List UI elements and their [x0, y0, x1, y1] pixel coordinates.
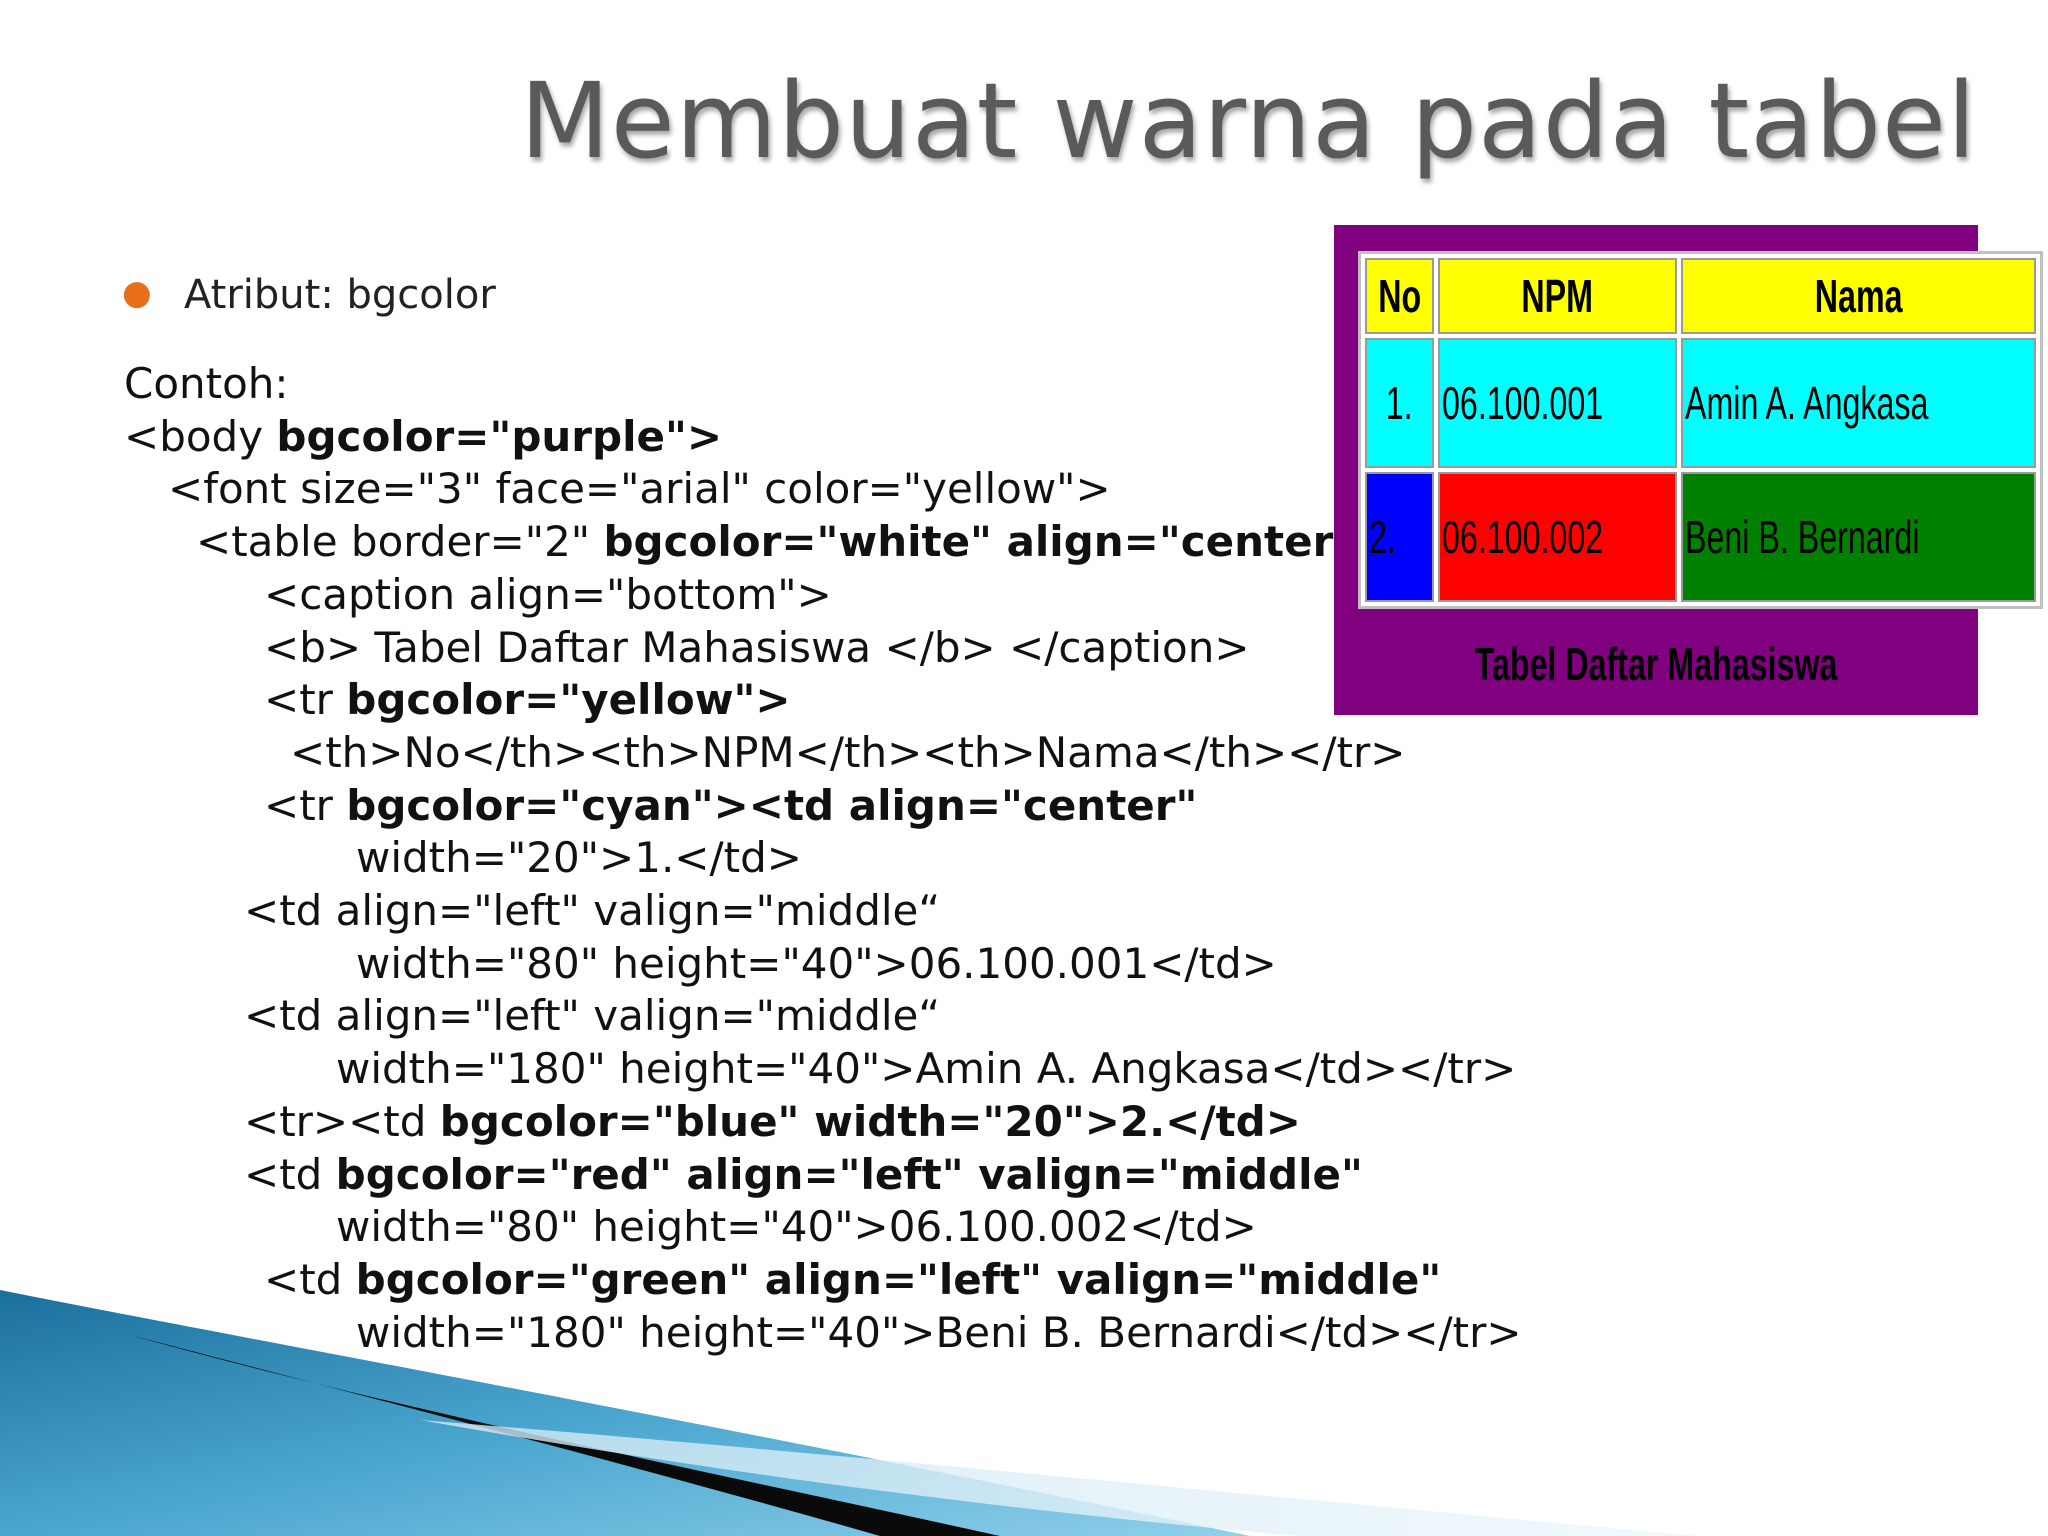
code-bold-segment: bgcolor="red" align="left" valign="middl…	[335, 1149, 1363, 1199]
code-segment: <th>No</th><th>NPM</th><th>Nama</th></tr…	[290, 727, 1406, 777]
preview-cell: 06.100.002	[1438, 472, 1677, 602]
table-preview-image: No NPM Nama 1. 06.100.001 Amin A. Angkas…	[1334, 225, 2044, 715]
code-segment: <td	[244, 1149, 336, 1199]
code-segment: <b> Tabel Daftar Mahasiswa </b> </captio…	[264, 622, 1250, 672]
code-line: width="180" height="40">Amin A. Angkasa<…	[336, 1043, 1516, 1096]
code-segment: width="80" height="40">06.100.002</td>	[336, 1202, 1257, 1252]
preview-header-row: No NPM Nama	[1365, 258, 2037, 334]
code-segment: <tr	[264, 675, 347, 725]
bullet-item: ● Atribut: bgcolor	[122, 272, 496, 318]
code-line: <td bgcolor="green" align="left" valign=…	[264, 1254, 1441, 1307]
code-bold-segment: bgcolor="cyan"><td align="center"	[346, 780, 1198, 830]
code-segment: <caption align="bottom">	[264, 569, 832, 619]
preview-caption: Tabel Daftar Mahasiswa	[1474, 638, 1838, 690]
code-bold-segment: bgcolor="purple">	[276, 411, 723, 461]
code-line: Contoh:	[124, 358, 289, 411]
preview-row: 2. 06.100.002 Beni B. Bernardi	[1365, 472, 2037, 602]
bullet-text: Atribut: bgcolor	[184, 272, 496, 318]
code-segment: <table border="2"	[196, 517, 604, 567]
preview-header-cell: Nama	[1680, 258, 2037, 334]
code-segment: <body	[124, 411, 277, 461]
code-line: </body>	[124, 1412, 312, 1465]
code-line: <b> Tabel Daftar Mahasiswa </b> </captio…	[264, 622, 1250, 675]
code-segment: width="180" height="40">Amin A. Angkasa<…	[336, 1044, 1517, 1094]
code-segment: width="180" height="40">Beni B. Bernardi…	[356, 1307, 1522, 1357]
code-line: <caption align="bottom">	[264, 569, 832, 622]
slide-title: Membuat warna pada tabel	[520, 60, 1977, 182]
code-line: <font size="3" face="arial" color="yello…	[168, 463, 1111, 516]
code-line: width="80" height="40">06.100.002</td>	[336, 1201, 1257, 1254]
code-line: <td align="left" valign="middle“	[244, 990, 940, 1043]
preview-cell: 2.	[1365, 472, 1435, 602]
code-line: <body bgcolor="purple">	[124, 411, 722, 464]
preview-cell: 1.	[1365, 338, 1435, 468]
code-segment: width="20">1.</td>	[356, 833, 802, 883]
code-segment: <tr><td	[244, 1096, 440, 1146]
bullet-dot-icon: ●	[122, 273, 152, 313]
code-segment: Contoh:	[124, 359, 289, 408]
code-segment: width="80" height="40">06.100.001</td>	[356, 938, 1277, 988]
code-line: </table>	[228, 1359, 419, 1412]
code-bold-segment: bgcolor="green" align="left" valign="mid…	[355, 1254, 1442, 1304]
code-line: <table border="2" bgcolor="white" align=…	[196, 516, 1390, 569]
code-line: width="20">1.</td>	[356, 832, 802, 885]
code-line: width="80" height="40">06.100.001</td>	[356, 938, 1277, 991]
preview-cell: Amin A. Angkasa	[1680, 338, 2037, 468]
preview-cell: Beni B. Bernardi	[1680, 472, 2037, 602]
code-line: <tr bgcolor="yellow">	[264, 674, 791, 727]
preview-header-cell: NPM	[1438, 258, 1677, 334]
preview-cell: 06.100.001	[1438, 338, 1677, 468]
code-line: <td align="left" valign="middle“	[244, 885, 940, 938]
preview-header-cell: No	[1365, 258, 1435, 334]
code-segment: <td align="left" valign="middle“	[244, 886, 941, 935]
code-segment: <td align="left" valign="middle“	[244, 991, 941, 1041]
preview-table: No NPM Nama 1. 06.100.001 Amin A. Angkas…	[1358, 251, 2044, 609]
code-bold-segment: bgcolor="white" align="center">	[603, 517, 1391, 567]
code-segment: </table>	[228, 1360, 419, 1410]
code-line: width="180" height="40">Beni B. Bernardi…	[356, 1307, 1522, 1360]
code-bold-segment: bgcolor="yellow">	[346, 675, 791, 725]
preview-row: 1. 06.100.001 Amin A. Angkasa	[1365, 338, 2037, 468]
code-segment: </body>	[124, 1413, 313, 1462]
code-line: <td bgcolor="red" align="left" valign="m…	[244, 1149, 1363, 1202]
code-segment: <font size="3" face="arial" color="yello…	[168, 464, 1111, 514]
code-bold-segment: bgcolor="blue" width="20">2.</td>	[439, 1096, 1301, 1146]
code-segment: <tr	[264, 780, 347, 830]
code-segment: <td	[264, 1254, 356, 1304]
code-line: <tr><td bgcolor="blue" width="20">2.</td…	[244, 1096, 1301, 1149]
code-line: <th>No</th><th>NPM</th><th>Nama</th></tr…	[290, 727, 1405, 780]
code-line: <tr bgcolor="cyan"><td align="center"	[264, 780, 1197, 833]
